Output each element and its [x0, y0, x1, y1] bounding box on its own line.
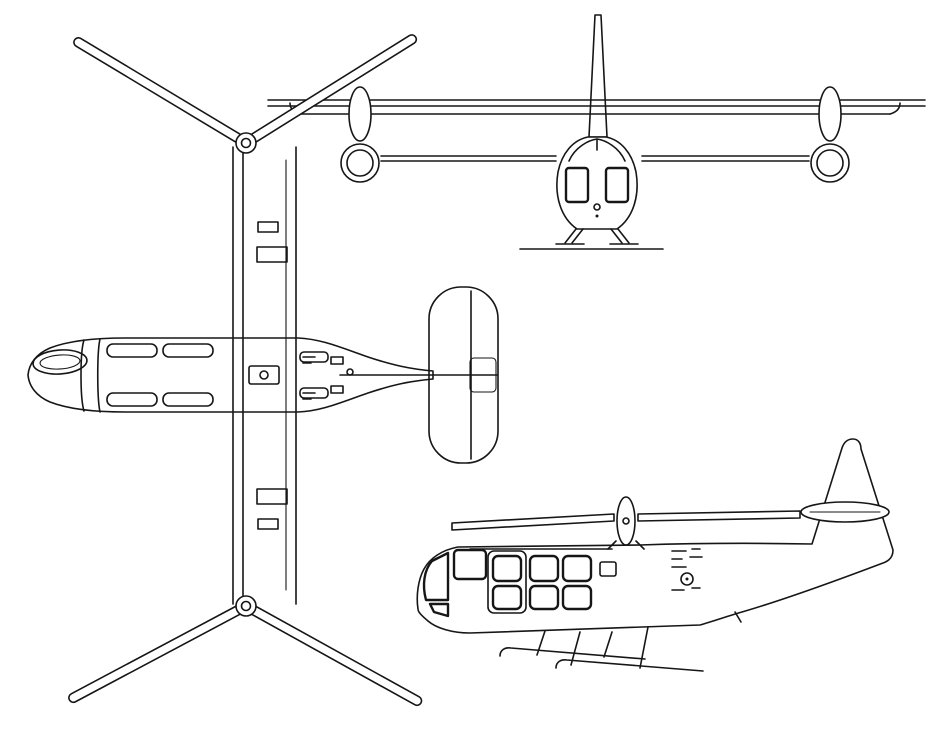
- fuselage-side-outline: [416, 438, 894, 634]
- nose-hatch: [32, 349, 88, 375]
- left-rotor-spinner: [348, 86, 372, 142]
- cockpit-glazing: [422, 548, 488, 618]
- landing-skids: [499, 611, 742, 672]
- plan-view-drawing: [27, 34, 499, 707]
- wing-plan: [232, 146, 297, 605]
- cockpit-window-left: [564, 166, 590, 204]
- rotor-blade-left: [451, 513, 615, 531]
- right-nacelle-ring: [810, 143, 850, 183]
- side-view-drawing: [416, 438, 894, 672]
- engine-detail-marks: [671, 548, 703, 591]
- rotor-hub-top: [235, 132, 257, 154]
- landing-gear-front-view: [555, 228, 639, 245]
- cockpit-window-right: [604, 166, 630, 204]
- fuselage-front: [556, 136, 638, 230]
- front-view-drawing: [267, 14, 926, 250]
- tail-fin: [588, 14, 608, 138]
- rotor-spinner-side: [616, 496, 636, 546]
- center-hatch: [248, 365, 280, 385]
- left-nacelle-ring: [340, 143, 380, 183]
- bottom-rotor: [68, 602, 423, 707]
- cabin-windows: [487, 550, 617, 614]
- rotor-blade-right: [637, 510, 801, 522]
- fuselage-hatch-marks: [302, 356, 316, 400]
- right-rotor-spinner: [818, 86, 842, 142]
- rotor-hub-bottom: [235, 595, 257, 617]
- tailplane-plan: [339, 286, 499, 464]
- cabin-roof-panels: [106, 343, 329, 407]
